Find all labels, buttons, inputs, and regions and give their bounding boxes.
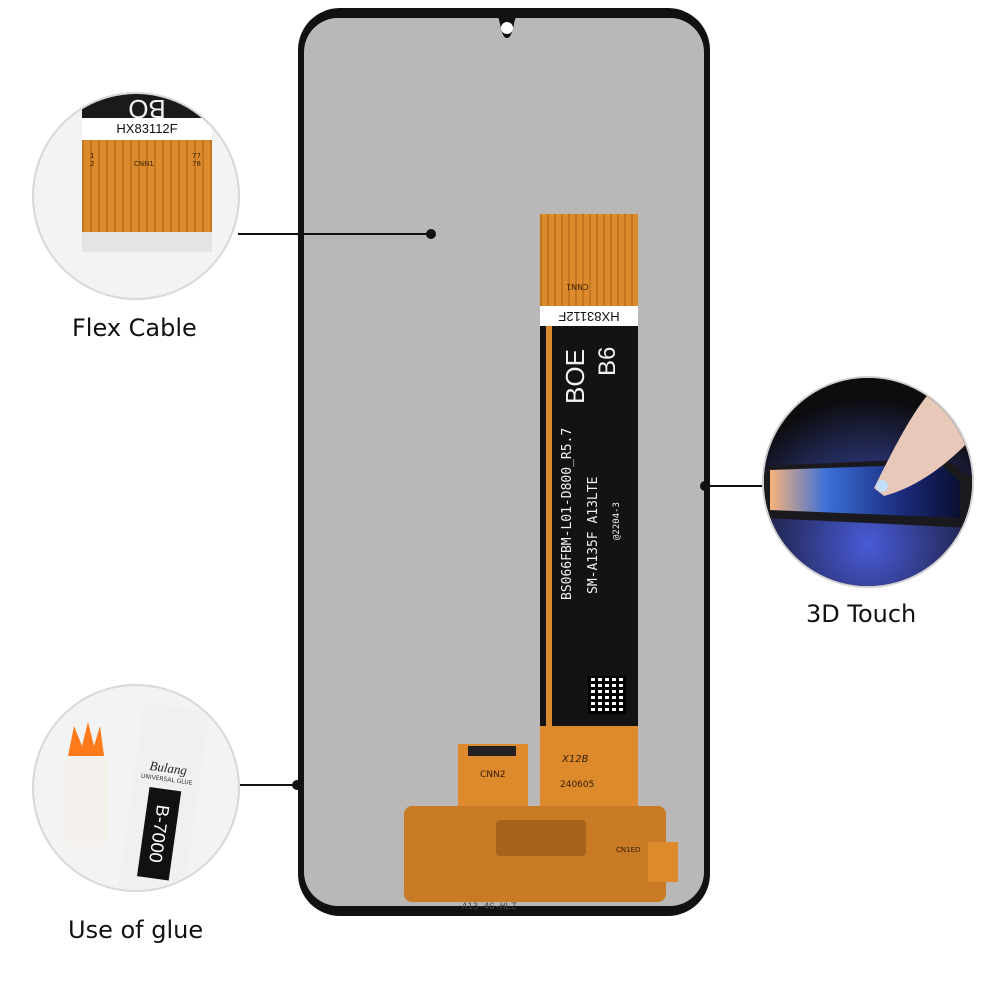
flex-chip-model: HX83112F	[558, 309, 620, 324]
caption-3d-touch: 3D Touch	[806, 600, 917, 628]
glue-product: B-7000	[136, 786, 182, 881]
inset-pin-1: 1	[90, 152, 95, 160]
flex-cable-bottom	[540, 726, 638, 816]
inset-flex-label: HX83112F	[82, 118, 212, 140]
inset-flex-cable: BO HX83112F 1 2 CNN1 77 78	[32, 92, 240, 300]
callout-line-glue	[240, 784, 300, 786]
inset-flex-orange	[82, 140, 212, 232]
cnn2-label: CNN2	[480, 770, 506, 780]
flex-code: B6	[594, 346, 621, 376]
flex-connector-label: CNN1	[566, 282, 589, 291]
flex-chip-label: HX83112F	[540, 306, 638, 326]
callout-line-flex	[238, 233, 430, 235]
flex-brand: BOE	[560, 349, 590, 404]
board-tab	[648, 842, 678, 882]
caption-glue: Use of glue	[68, 916, 204, 944]
inset-flex-chip: HX83112F	[116, 121, 178, 136]
flex-date-code: @2204-3	[612, 502, 622, 540]
callout-dot-flex	[426, 229, 436, 239]
flex-cable-top	[540, 214, 638, 306]
inset-pin-78: 78	[192, 160, 201, 168]
side-connector-socket	[468, 746, 516, 756]
callout-line-touch	[708, 485, 766, 487]
glue-cap	[64, 722, 108, 846]
flex-cable-body	[540, 326, 638, 730]
callout-dot-glue	[292, 780, 302, 790]
board-model-label: A13-4G-HLZ	[462, 902, 517, 912]
inset-pin-77: 77	[192, 152, 201, 160]
flex-batch2: 240605	[560, 780, 595, 790]
flex-part-number: BS066FBM-L01-D800_R5.7	[560, 427, 575, 600]
caption-flex-cable: Flex Cable	[72, 314, 197, 342]
flex-batch: X12B	[562, 754, 589, 765]
flex-stripe	[546, 326, 552, 726]
inset-flex-film	[82, 232, 212, 252]
flex-model: SM-A135F A13LTE	[586, 476, 601, 594]
inset-pin-2: 2	[90, 160, 95, 168]
inset-glue: Bulang UNIVERSAL GLUE B-7000	[32, 684, 240, 892]
inset-connector: CNN1	[134, 160, 154, 168]
board-chip	[496, 820, 586, 856]
callout-dot-touch	[700, 481, 710, 491]
touch-illustration	[764, 378, 972, 586]
inset-3d-touch	[762, 376, 974, 588]
qr-code	[588, 676, 626, 714]
cn1ed-label: CN1ED	[616, 846, 641, 854]
screen-notch	[486, 8, 528, 38]
